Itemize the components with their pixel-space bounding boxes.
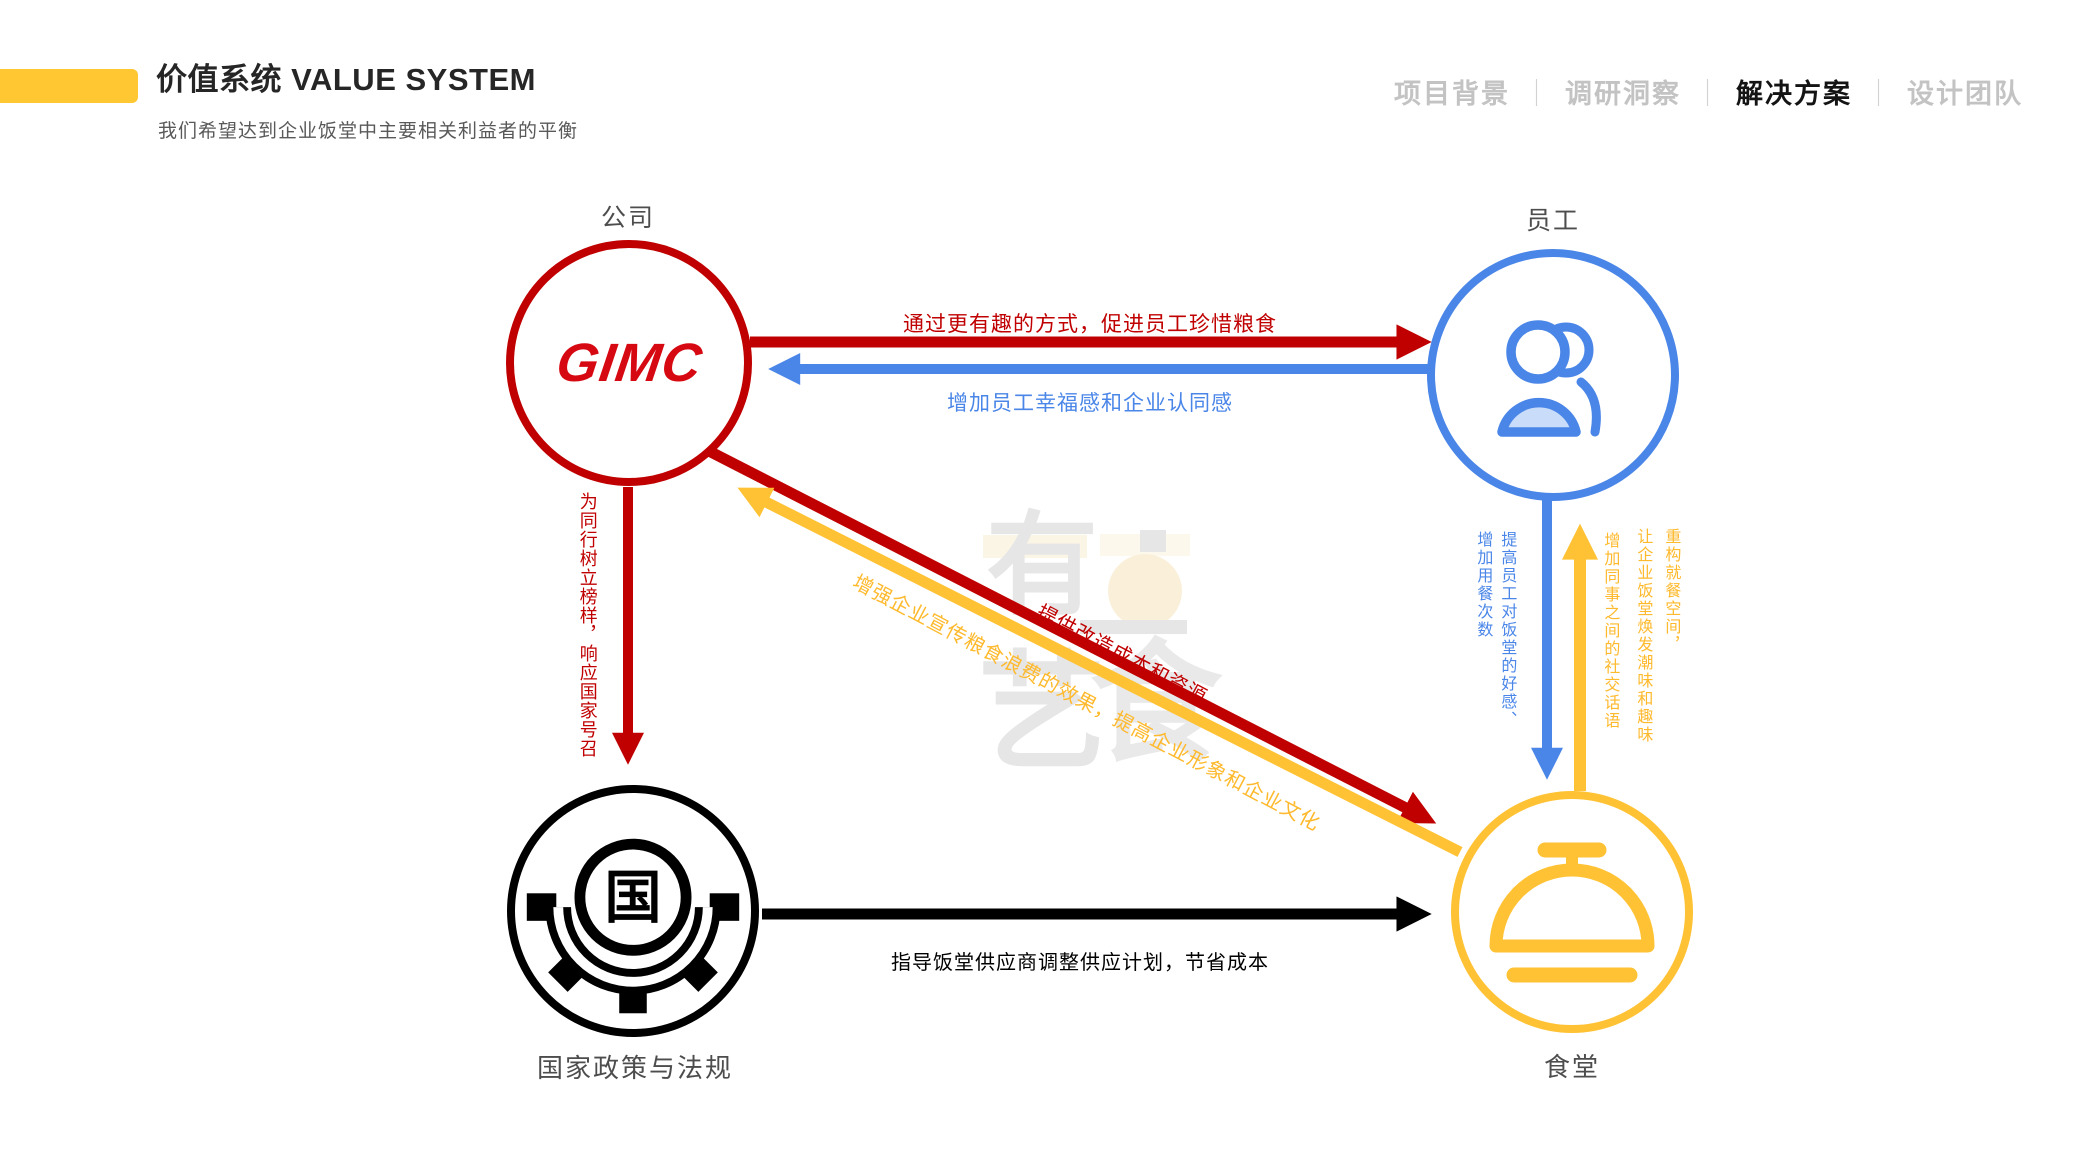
edge-label-company-to-policy: 为同行树立榜样，响应国家号召 — [577, 492, 598, 758]
edge-label-canteen-to-employee-line2: 让企业饭堂焕发潮味和趣味 — [1634, 528, 1652, 744]
edge-label-canteen-to-employee-line1: 重构就餐空间， — [1662, 528, 1680, 654]
node-policy: 国 — [507, 785, 759, 1037]
watermark-circle — [1108, 554, 1182, 628]
nav-item-solution[interactable]: 解决方案 — [1736, 79, 1852, 109]
node-company: GIMC — [506, 240, 752, 486]
people-icon — [1497, 320, 1601, 437]
gimc-logo: GIMC — [552, 333, 706, 393]
node-label-company: 公司 — [600, 204, 655, 232]
accent-bar — [0, 69, 138, 103]
node-label-policy: 国家政策与法规 — [536, 1053, 733, 1083]
arrow-canteen-to-company — [737, 487, 1463, 857]
edge-label-policy-to-canteen: 指导饭堂供应商调整供应计划，节省成本 — [891, 952, 1269, 974]
node-canteen — [1451, 791, 1693, 1033]
guo-character: 国 — [604, 866, 661, 930]
page-subtitle: 我们希望达到企业饭堂中主要相关利益者的平衡 — [158, 121, 579, 142]
watermark-char: 艺 — [978, 642, 1107, 785]
arrow-company-to-canteen — [702, 444, 1437, 824]
nav-separator: ｜ — [1694, 79, 1723, 109]
service-bell-icon — [1489, 842, 1654, 982]
watermark-tick — [1140, 530, 1166, 552]
edge-label-canteen-to-employee-line3: 增加同事之间的社交话语 — [1601, 532, 1619, 730]
edge-label-employee-to-canteen-line2: 增加用餐次数 — [1474, 531, 1492, 639]
node-label-employee: 员工 — [1525, 207, 1580, 235]
breadcrumb-nav: 项目背景 ｜ 调研洞察 ｜ 解决方案 ｜ 设计团队 — [1394, 72, 2023, 111]
edge-label-employee-to-canteen-line1: 提高员工对饭堂的好感、 — [1498, 531, 1516, 729]
nav-item-design-team[interactable]: 设计团队 — [1907, 79, 2023, 109]
nav-separator: ｜ — [1865, 79, 1894, 109]
watermark-bar — [1080, 620, 1187, 634]
node-label-canteen: 食堂 — [1543, 1052, 1600, 1082]
watermark-band — [983, 535, 1087, 558]
gear-guo-icon: 国 — [526, 838, 740, 1014]
edge-label-employee-to-company: 增加员工幸福感和企业认同感 — [947, 392, 1233, 415]
page-title: 价值系统 VALUE SYSTEM — [156, 62, 536, 97]
nav-item-research-insight[interactable]: 调研洞察 — [1565, 79, 1681, 109]
edge-label-company-to-employee: 通过更有趣的方式，促进员工珍惜粮食 — [903, 313, 1277, 336]
node-employee — [1427, 249, 1679, 501]
nav-separator: ｜ — [1523, 79, 1552, 109]
nav-item-project-background[interactable]: 项目背景 — [1394, 79, 1510, 109]
